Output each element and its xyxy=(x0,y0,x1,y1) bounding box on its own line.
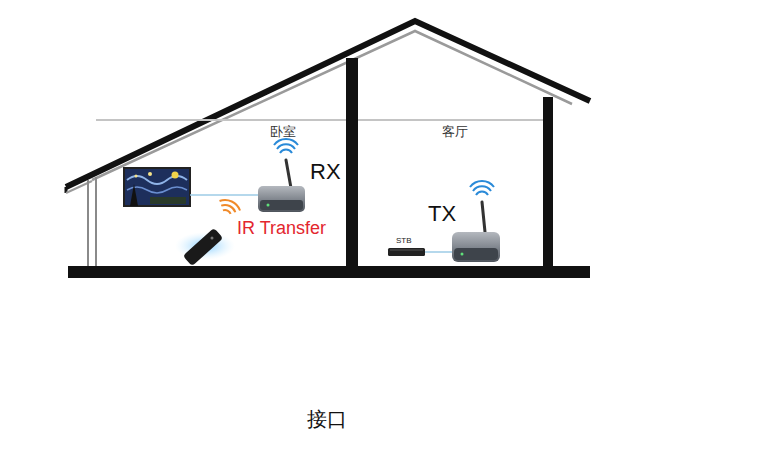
room-region: 客厅 STB TX xyxy=(358,122,543,266)
node-label: STB xyxy=(396,237,412,245)
stb-box xyxy=(388,248,425,256)
tx-device xyxy=(452,181,500,262)
node-label: 客厅 xyxy=(442,125,468,138)
ceiling xyxy=(96,120,543,121)
receiver-box: RX xyxy=(258,186,305,212)
rx-device xyxy=(258,139,305,212)
cable-connector xyxy=(425,251,452,253)
floor xyxy=(68,266,590,278)
node-label: TX xyxy=(428,203,456,225)
stb-box: STB xyxy=(388,248,425,256)
walls xyxy=(88,58,553,268)
signal-label: IR Transfer xyxy=(237,219,326,237)
section-caption: 接口 xyxy=(307,409,347,429)
tv-cable xyxy=(190,194,258,196)
transmitter-box: TX xyxy=(452,232,500,262)
room-region: 卧室 RX xyxy=(96,122,346,266)
node-label: RX xyxy=(310,161,341,183)
tv-screen xyxy=(124,168,190,206)
remote-control xyxy=(175,195,240,266)
node-label: 卧室 xyxy=(270,125,296,138)
